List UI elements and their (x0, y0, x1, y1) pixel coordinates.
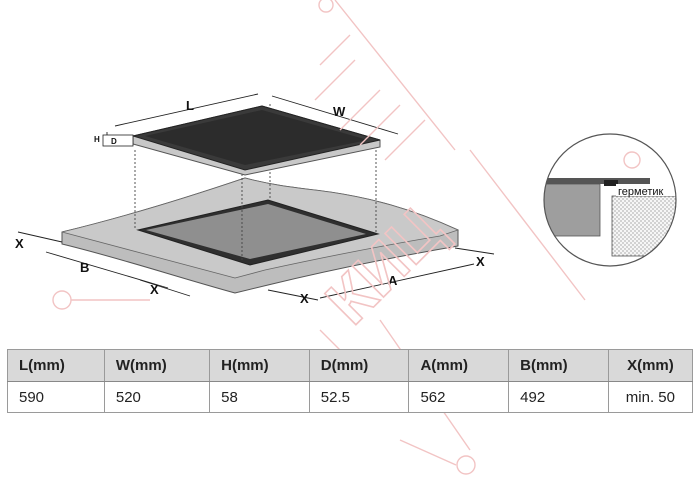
countertop (61, 177, 460, 294)
label-B: B (80, 260, 89, 275)
value-cell-H: 58 (209, 381, 310, 413)
table-row: 590 520 58 52.5 562 492 min. 50 (7, 381, 693, 413)
dimension-lines (17, 93, 495, 301)
label-H: H (94, 135, 100, 144)
value-cell-A: 562 (408, 381, 510, 413)
header-cell-B: B(mm) (508, 349, 609, 382)
header-cell-W: W(mm) (104, 349, 211, 382)
sealant-label: герметик (618, 186, 664, 198)
label-D: D (111, 137, 117, 146)
label-L: L (186, 98, 194, 113)
header-cell-D: D(mm) (309, 349, 410, 382)
label-X-bottom-left: X (150, 282, 159, 297)
label-X-bottom: X (300, 291, 309, 306)
value-cell-X: min. 50 (608, 381, 693, 413)
header-cell-L: L(mm) (7, 349, 105, 382)
value-cell-W: 520 (104, 381, 211, 413)
header-cell-X: X(mm) (608, 349, 693, 382)
dimensions-table: L(mm) W(mm) H(mm) D(mm) A(mm) B(mm) X(mm… (7, 349, 693, 413)
header-cell-A: A(mm) (408, 349, 510, 382)
label-X-left: X (15, 236, 24, 251)
table-header-row: L(mm) W(mm) H(mm) D(mm) A(mm) B(mm) X(mm… (7, 349, 693, 382)
header-cell-H: H(mm) (209, 349, 310, 382)
value-cell-L: 590 (7, 381, 105, 413)
value-cell-B: 492 (508, 381, 609, 413)
sealant-detail: герметик (543, 133, 677, 267)
label-X-right: X (476, 254, 485, 269)
label-A: A (388, 273, 398, 288)
label-W: W (333, 104, 346, 119)
value-cell-D: 52.5 (309, 381, 410, 413)
